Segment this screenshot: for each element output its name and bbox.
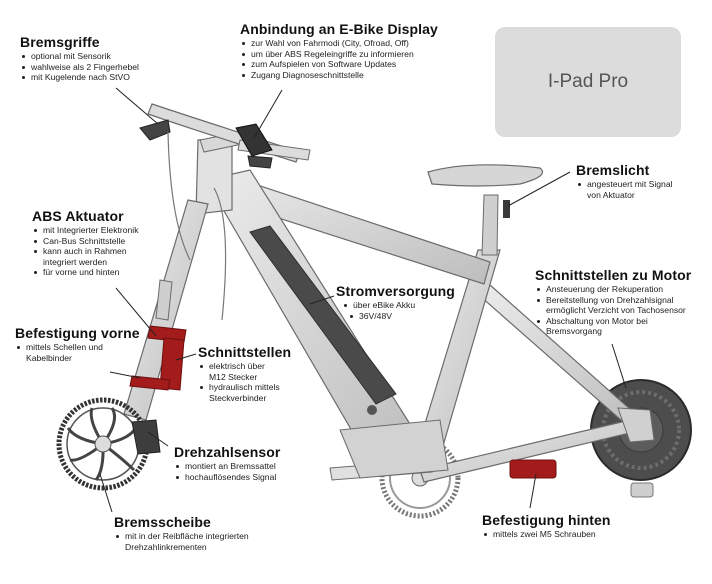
callout-item: über eBike Akku	[342, 300, 455, 311]
callout-befestigung-vorne: Befestigung vorne mittels Schellen und K…	[15, 325, 140, 363]
callout-befestigung-hinten: Befestigung hinten mittels zwei M5 Schra…	[482, 512, 611, 540]
callout-title: Drehzahlsensor	[174, 444, 281, 460]
caliper-icon	[131, 419, 161, 455]
leader-lines	[99, 87, 627, 513]
callout-title: Anbindung an E-Bike Display	[240, 21, 438, 37]
callout-title: Befestigung hinten	[482, 512, 611, 528]
callout-item-continuation: integriert werden	[43, 256, 108, 267]
callout-item: montiert an Bremssattel	[174, 461, 280, 472]
callout-abs-aktuator: ABS Aktuator mit Integrierter Elektronik…	[32, 208, 139, 278]
callout-display: Anbindung an E-Bike Display zur Wahl von…	[240, 21, 438, 80]
callout-item: mit Kugelende nach StVO	[20, 72, 139, 83]
callout-item-continuation: ermöglicht Verzicht von Tachosensor	[546, 305, 686, 316]
callout-bremsgriffe: Bremsgriffe optional mit Sensorik wahlwe…	[20, 34, 139, 83]
callout-item-continuation: Steckverbinder	[209, 392, 267, 403]
callout-item: mittels Schellen und	[15, 342, 140, 353]
callout-item-continuation: M12 Stecker	[209, 371, 258, 382]
callout-title: Schnittstellen	[198, 344, 292, 360]
callout-title: Befestigung vorne	[15, 325, 140, 341]
callout-bremslicht: Bremslicht angesteuert mit Signal von Ak…	[576, 162, 673, 200]
callout-schnittstellen-motor: Schnittstellen zu Motor Ansteuerung der …	[535, 267, 691, 337]
callout-item: Can-Bus Schnittstelle	[32, 236, 139, 247]
callout-item: für vorne und hinten	[32, 267, 139, 278]
callout-schnittstellen: Schnittstellen elektrisch über M12 Steck…	[198, 344, 291, 403]
callout-item: kann auch in Rahmen	[32, 246, 139, 257]
callout-title: Bremsscheibe	[114, 514, 211, 530]
callout-item: Zugang Diagnoseschnittstelle	[240, 70, 438, 81]
callout-item: hochauflösendes Signal	[174, 472, 280, 483]
callout-item: Abschaltung von Motor bei	[535, 316, 691, 327]
abs-actuator-icon	[129, 325, 187, 391]
callout-item: angesteuert mit Signal	[576, 179, 673, 190]
callout-item: um über ABS Regeleingriffe zu informiere…	[240, 49, 438, 60]
callout-item: mit Integrierter Elektronik	[32, 225, 139, 236]
callout-bremsscheibe: Bremsscheibe mit in der Reibfläche integ…	[114, 514, 249, 552]
callout-stromversorgung: Stromversorgung über eBike Akku 36V/48V	[336, 283, 455, 321]
callout-item: Ansteuerung der Rekuperation	[535, 284, 691, 295]
callout-item: mit in der Reibfläche integrierten	[114, 531, 249, 542]
callout-item: zum Aufspielen von Software Updates	[240, 59, 438, 70]
battery-icon	[249, 225, 397, 405]
callout-title: Schnittstellen zu Motor	[535, 267, 692, 283]
callout-title: ABS Aktuator	[32, 208, 124, 224]
callout-item: elektrisch über	[198, 361, 291, 372]
display-icon	[235, 123, 273, 157]
callout-item: wahlweise als 2 Fingerhebel	[20, 62, 139, 73]
callout-item: mittels zwei M5 Schrauben	[482, 529, 611, 540]
ipad-pro-placeholder: I-Pad Pro	[495, 27, 681, 137]
callout-title: Bremslicht	[576, 162, 650, 178]
callout-item-continuation: Bremsvorgang	[546, 326, 602, 337]
callout-title: Stromversorgung	[336, 283, 455, 299]
callout-item: 36V/48V	[348, 311, 455, 322]
callout-item-continuation: Drehzahlinkrementen	[125, 541, 207, 552]
callout-item: Bereitstellung von Drehzahlsignal	[535, 295, 691, 306]
brake-lever-icon	[139, 119, 171, 141]
callout-item: optional mit Sensorik	[20, 51, 139, 62]
callout-item: hydraulisch mittels	[198, 382, 291, 393]
rear-mount-icon	[509, 459, 557, 479]
callout-item-continuation: von Aktuator	[587, 189, 635, 200]
callout-item-continuation: Kabelbinder	[26, 352, 72, 363]
callout-drehzahlsensor: Drehzahlsensor montiert an Bremssattel h…	[174, 444, 280, 482]
brake-disc-icon	[56, 397, 150, 491]
ipad-pro-label: I-Pad Pro	[547, 71, 629, 92]
callout-title: Bremsgriffe	[20, 34, 100, 50]
callout-item: zur Wahl von Fahrmodi (City, Ofroad, Off…	[240, 38, 438, 49]
